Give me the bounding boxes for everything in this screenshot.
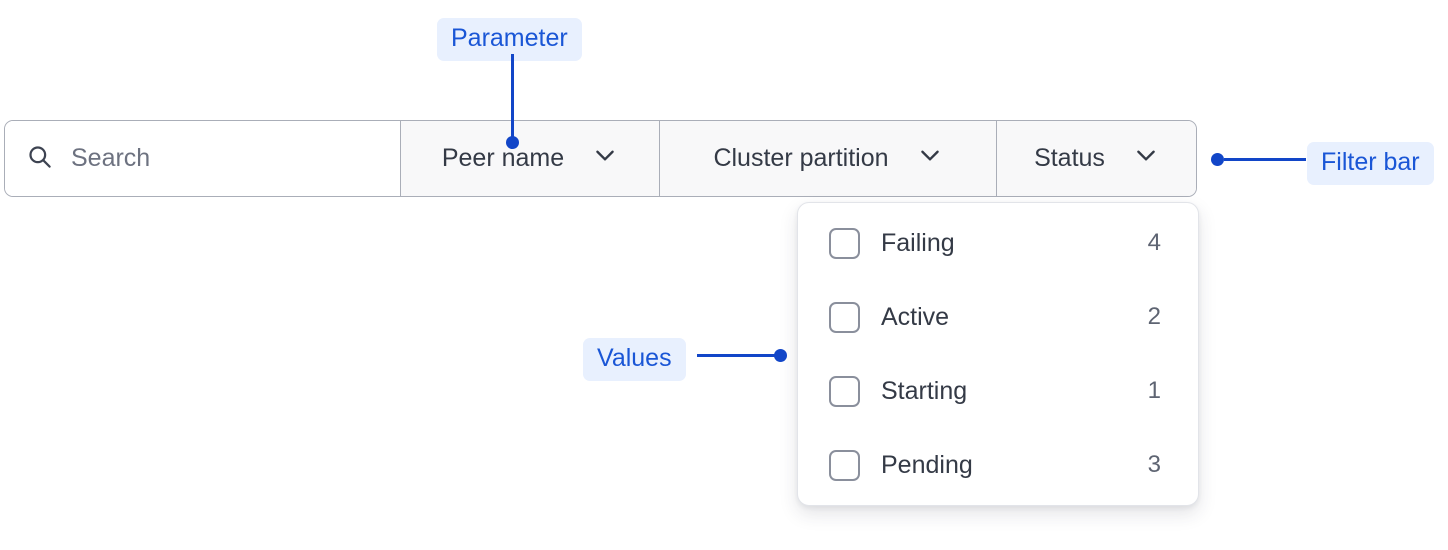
dropdown-option-active[interactable]: Active 2 — [829, 299, 1161, 335]
checkbox-starting[interactable] — [829, 375, 860, 407]
checkbox-failing[interactable] — [829, 227, 860, 259]
annotation-connector-filter-bar — [1224, 158, 1306, 161]
search-field[interactable] — [5, 121, 401, 196]
annotation-label-values: Values — [583, 338, 686, 381]
dropdown-option-starting-count: 1 — [1147, 377, 1161, 404]
annotation-connector-values — [697, 354, 777, 357]
chevron-down-icon — [917, 142, 943, 175]
annotation-dot-parameter — [506, 136, 519, 149]
filter-button-status-label: Status — [1034, 144, 1105, 172]
dropdown-option-starting[interactable]: Starting 1 — [829, 373, 1161, 409]
dropdown-option-active-label: Active — [881, 302, 950, 331]
annotation-label-filter-bar: Filter bar — [1307, 142, 1434, 185]
search-input[interactable] — [71, 144, 371, 173]
dropdown-option-pending-count: 3 — [1147, 451, 1161, 478]
annotation-dot-filter-bar — [1211, 153, 1224, 166]
filter-button-cluster-partition[interactable]: Cluster partition — [660, 121, 997, 196]
filter-button-cluster-partition-label: Cluster partition — [713, 144, 889, 172]
dropdown-option-failing-count: 4 — [1147, 229, 1161, 256]
dropdown-option-starting-label: Starting — [881, 376, 968, 405]
dropdown-option-failing-label: Failing — [881, 228, 955, 257]
status-dropdown-panel: Failing 4 Active 2 Starting 1 Pending 3 — [797, 202, 1199, 506]
annotation-label-parameter: Parameter — [437, 18, 582, 61]
dropdown-option-pending-label: Pending — [881, 450, 973, 479]
dropdown-option-active-count: 2 — [1147, 303, 1161, 330]
checkbox-active[interactable] — [829, 301, 860, 333]
chevron-down-icon — [1133, 142, 1159, 175]
annotation-dot-values — [774, 349, 787, 362]
filter-button-peer-name-label: Peer name — [441, 144, 565, 172]
search-icon — [26, 143, 53, 175]
annotation-connector-parameter — [511, 54, 514, 142]
checkbox-pending[interactable] — [829, 449, 860, 481]
filter-button-status[interactable]: Status — [997, 121, 1196, 196]
dropdown-option-pending[interactable]: Pending 3 — [829, 447, 1161, 483]
filter-bar: Peer name Cluster partition Status — [4, 120, 1197, 197]
filter-button-peer-name[interactable]: Peer name — [401, 121, 660, 196]
dropdown-option-failing[interactable]: Failing 4 — [829, 225, 1161, 261]
chevron-down-icon — [592, 142, 618, 175]
